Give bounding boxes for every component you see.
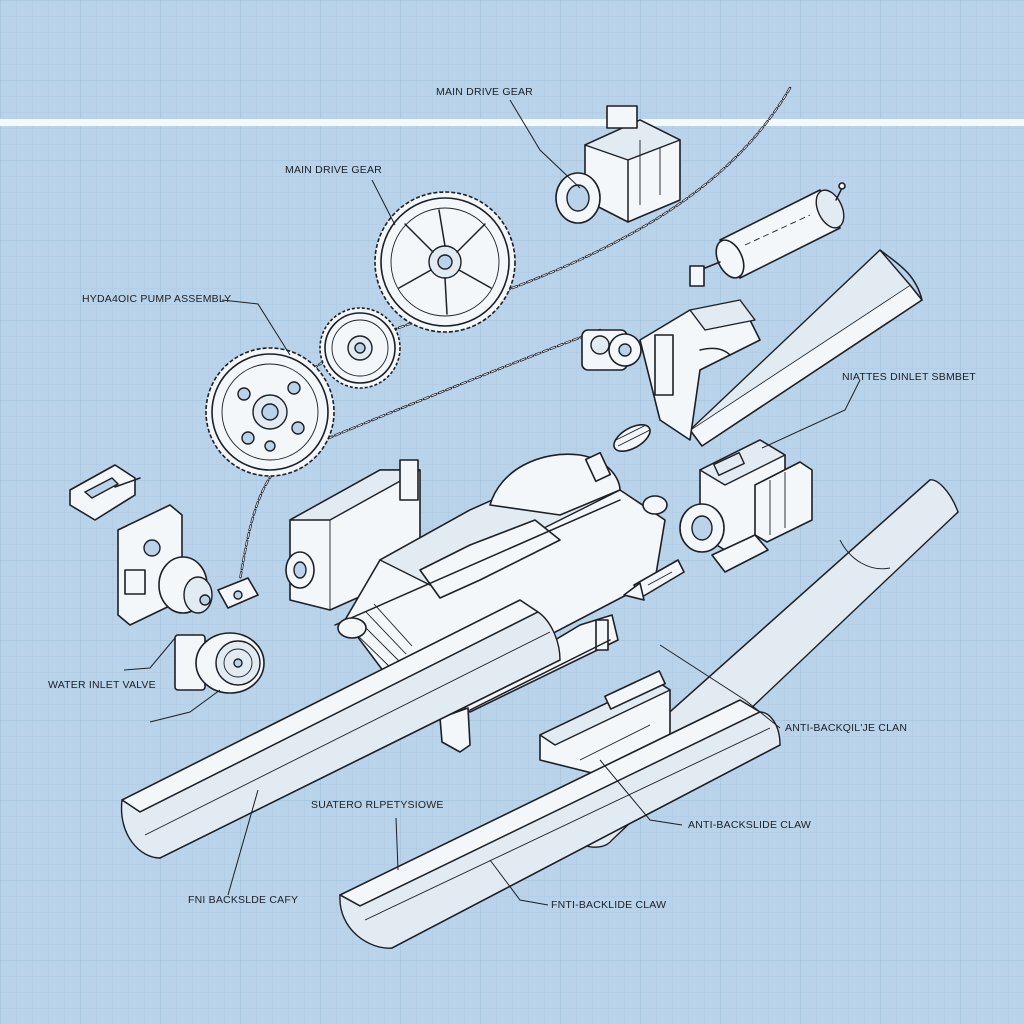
- water-pump: [117, 504, 259, 626]
- label-main-drive-gear: MAIN DRIVE GEAR: [285, 164, 382, 176]
- chain-sprocket: [581, 329, 642, 371]
- main-drive-gear: [374, 191, 516, 333]
- label-hydraulic-pump-assembly: HYDA4OIC PUMP ASSEMBLY: [82, 293, 231, 305]
- slide-cart: [334, 451, 668, 691]
- hydraulic-cylinder: [689, 182, 846, 287]
- pump-gear: [205, 347, 335, 477]
- left-guide-rail: [120, 599, 561, 859]
- label-suatero-rlpetysiowe: SUATERO RLPETYSIOWE: [311, 799, 444, 811]
- brush-roller: [613, 423, 651, 453]
- drive-motor: [555, 105, 681, 224]
- cross-brace-lower: [439, 639, 611, 753]
- leader-lines: [123, 99, 861, 906]
- upper-guide-rail: [689, 249, 923, 447]
- u-bracket: [69, 464, 141, 521]
- brake-bracket: [639, 299, 761, 441]
- inlet-valve: [174, 632, 265, 694]
- white-band: [0, 119, 1024, 126]
- label-anti-backslide-claw: ANTI-BACKSLIDE CLAW: [688, 819, 811, 831]
- label-water-inlet-valve: WATER INLET VALVE: [48, 679, 156, 691]
- direction-arrow-icon: [623, 559, 685, 601]
- label-fni-backslde-cafy: FNI BACKSLDE CAFY: [188, 894, 298, 906]
- idler-gear: [319, 307, 401, 389]
- label-anti-backqilje-clan: ANTI-BACKQIL'JE CLAN: [785, 722, 907, 734]
- inlet-motor: [679, 439, 813, 573]
- label-top-main-drive-gear: MAIN DRIVE GEAR: [436, 86, 533, 98]
- label-fnti-backlide-claw: FNTI-BACKLIDE CLAW: [551, 899, 666, 911]
- label-niattes-dinlet-sbmbet: NIATTES DINLET SBMBET: [842, 371, 976, 383]
